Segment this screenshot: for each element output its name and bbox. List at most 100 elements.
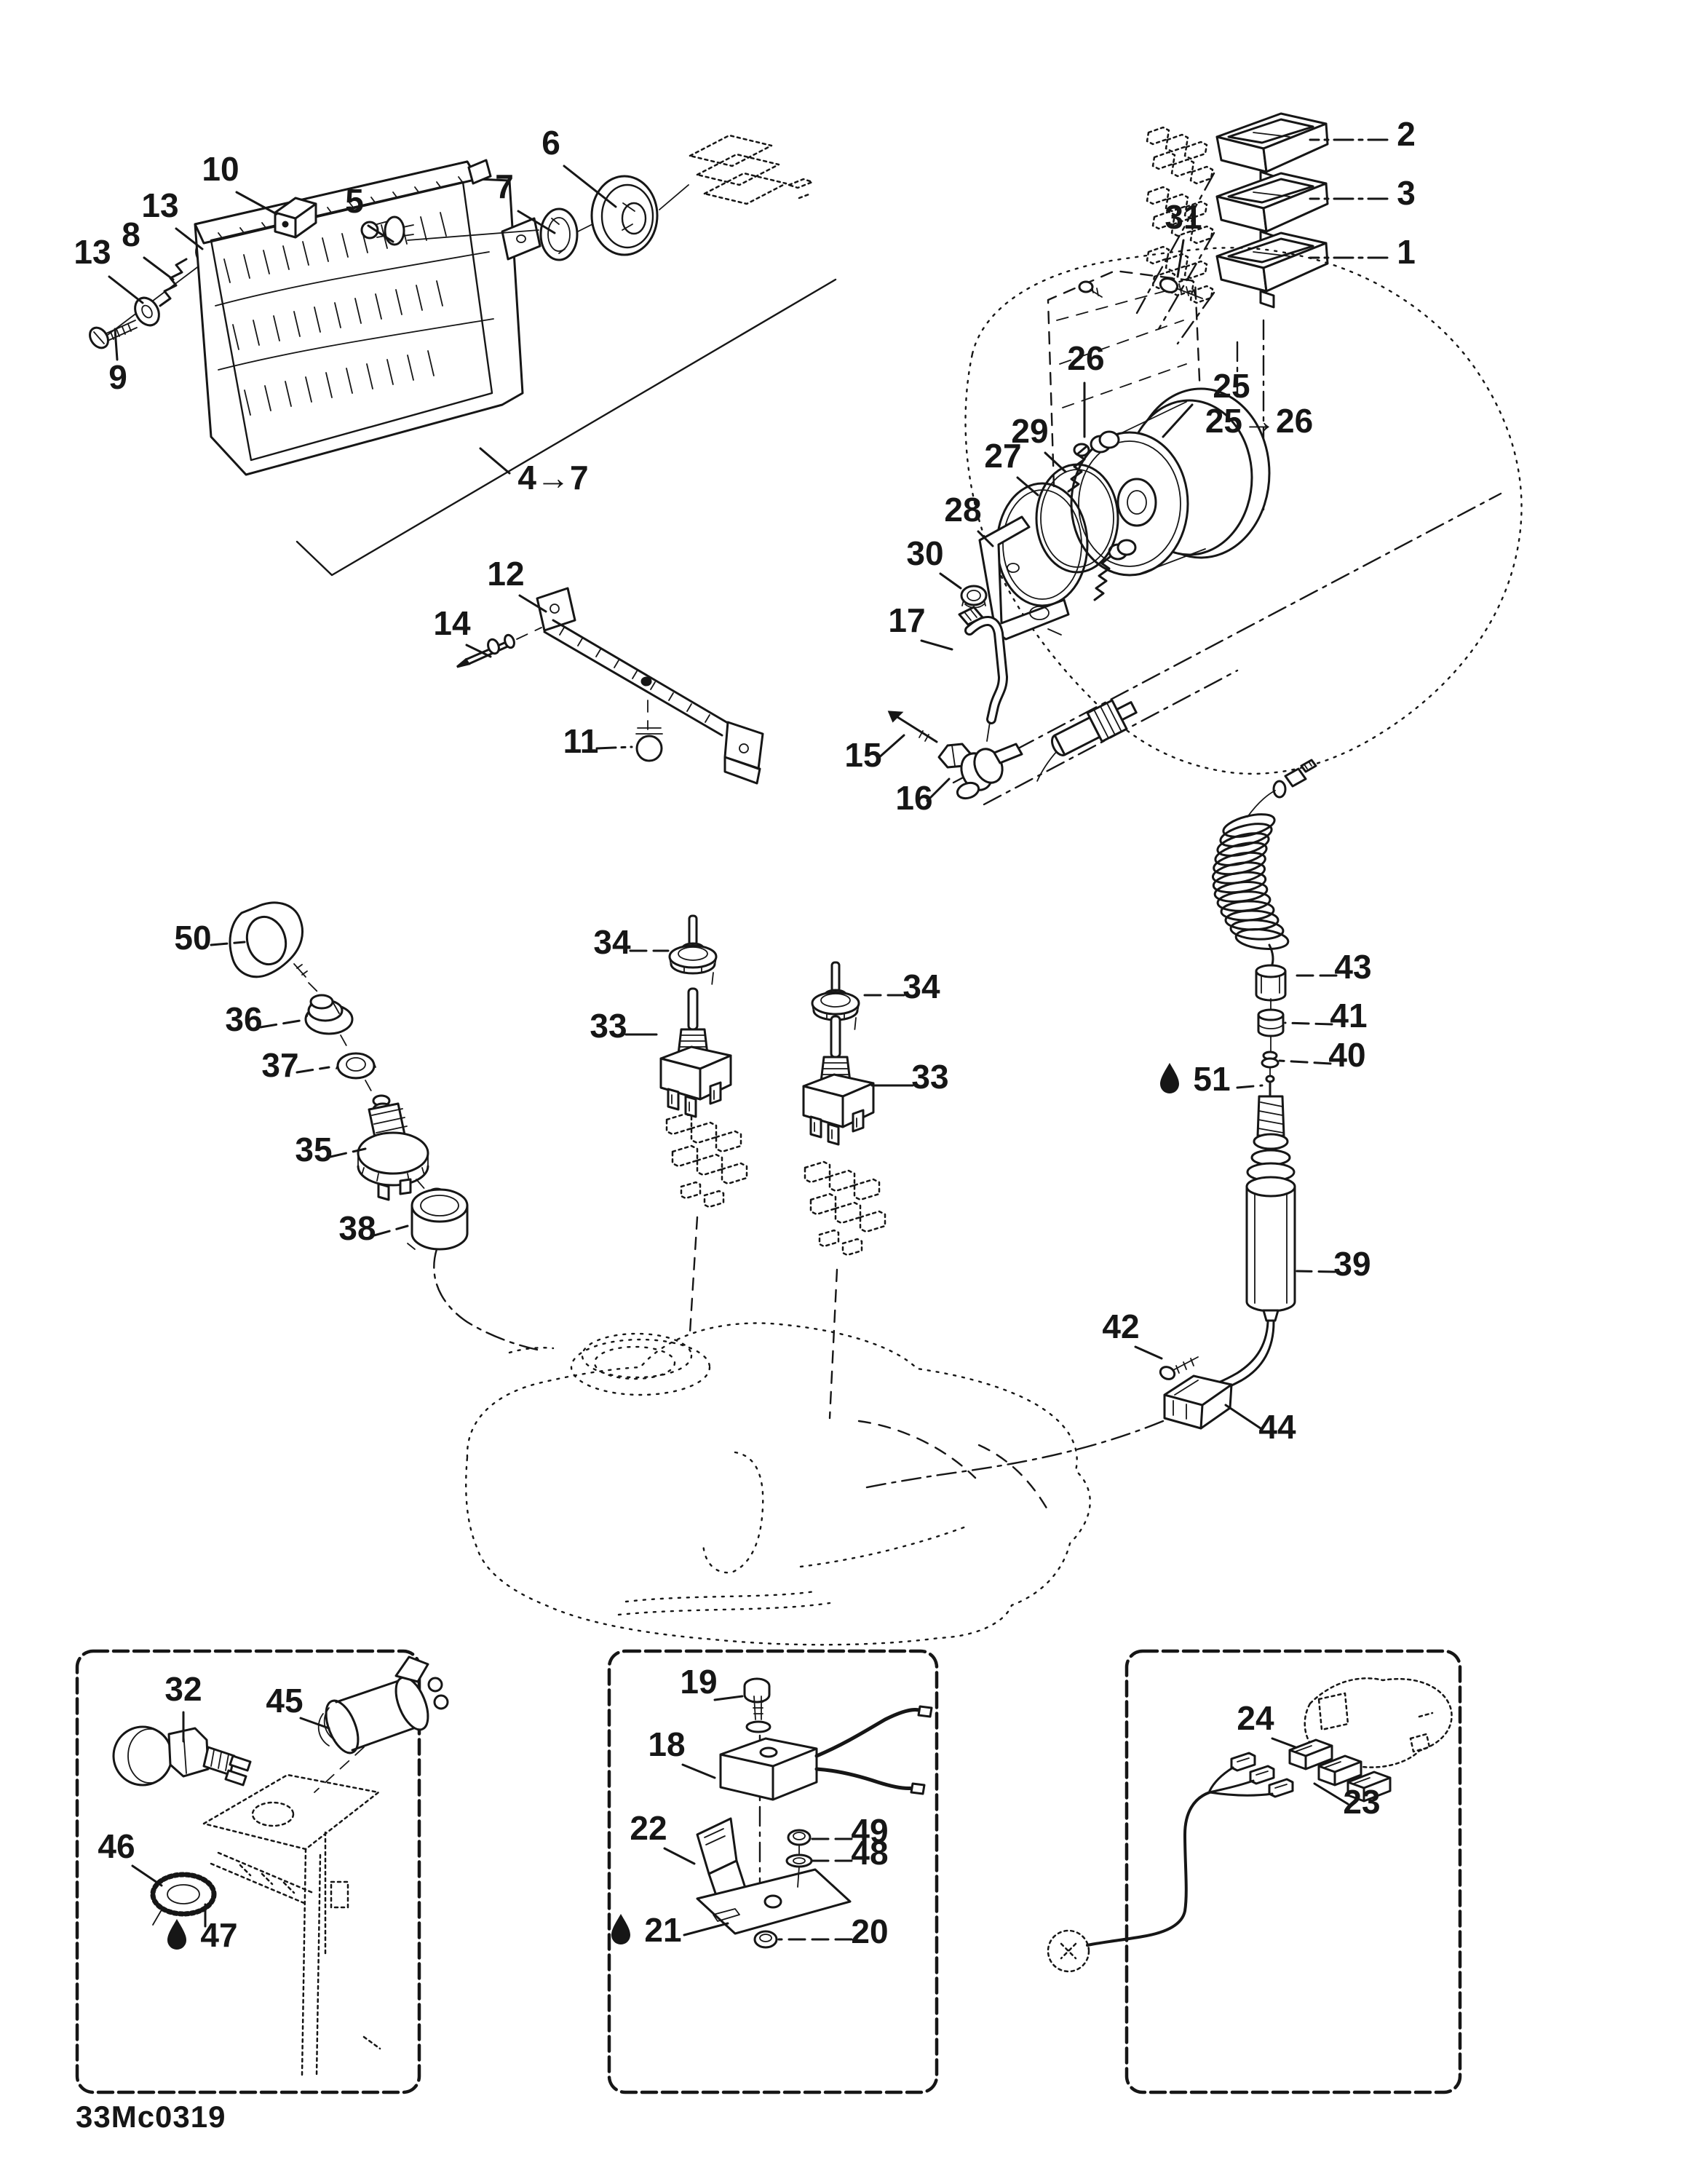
part-label-5: 5	[345, 182, 364, 220]
leader-line-15	[876, 734, 905, 760]
part-label-11: 11	[563, 722, 599, 760]
part-label-41: 41	[1330, 997, 1367, 1034]
diagram-code: 33Mc0319	[76, 2100, 226, 2134]
module-18-drawing	[719, 1705, 933, 1801]
lubricant-droplet-icon	[611, 1914, 630, 1944]
gasket-29-drawing	[1035, 463, 1119, 574]
leader-line-35	[329, 1147, 367, 1158]
toggle-switch-right-group	[802, 961, 886, 1420]
steering-frame-dotted-drawing	[202, 1773, 381, 2078]
lubricant-droplet-icon	[1160, 1063, 1179, 1093]
leader-line-40	[1278, 1059, 1332, 1065]
console-tank-outline-drawing	[465, 1322, 1091, 1646]
part-label-46: 46	[98, 1827, 135, 1865]
part-label-25: 25	[1213, 367, 1250, 405]
inset-box-2	[607, 1649, 939, 2094]
screw-26-upper-drawing	[1078, 280, 1103, 298]
leader-line-50	[210, 941, 246, 946]
bracket-assembly-drawing	[456, 587, 764, 785]
leader-line-21	[683, 1922, 729, 1936]
spring-8-drawing	[159, 258, 188, 307]
tether-switch-39-drawing	[1245, 1095, 1296, 1322]
tether-clip-drawing	[1247, 759, 1317, 818]
part-label-44: 44	[1258, 1408, 1296, 1446]
gauge-assembly-drawing	[887, 247, 1523, 806]
nut-49-drawing	[787, 1829, 812, 1846]
tether-cap-43-drawing	[1255, 964, 1287, 1002]
part-label-37: 37	[261, 1046, 298, 1084]
toggle-right-drop-line	[828, 1268, 838, 1420]
nut-30-drawing	[960, 585, 988, 609]
leader-line-37	[295, 1066, 330, 1074]
reference-line-4-7	[295, 278, 837, 577]
toggle-switch-33-left-drawing	[659, 987, 732, 1118]
terminal-stack-right-drawing	[804, 1160, 886, 1257]
leader-line-9	[114, 328, 119, 361]
labels-layer: 675101381394→723131262525→26292728301715…	[74, 115, 1415, 1954]
part-label-50: 50	[174, 919, 211, 957]
leader-line-10	[235, 191, 278, 215]
leader-line-19	[713, 1695, 744, 1701]
leader-line-13	[108, 275, 144, 304]
part-label-51: 51	[1193, 1060, 1230, 1098]
part-label-29: 29	[1011, 412, 1048, 450]
part-label-34: 34	[903, 968, 940, 1005]
leader-line-12	[518, 594, 547, 613]
pin-14-drawing	[456, 627, 542, 668]
part-label-42: 42	[1102, 1307, 1139, 1345]
part-label-23: 23	[1343, 1783, 1380, 1821]
toggle-nut-34-right-drawing	[811, 961, 860, 1021]
harness-23-drawing	[1047, 1752, 1294, 1973]
part-label-33: 33	[590, 1007, 627, 1045]
part-label-25→26: 25→26	[1205, 402, 1313, 440]
inset-box-1	[75, 1649, 449, 2094]
inset-box-3	[1047, 1649, 1462, 2094]
valve-16-drawing	[937, 492, 1502, 806]
bracket-tab-12-drawing	[536, 587, 576, 632]
part-label-9: 9	[108, 358, 127, 396]
terminal-cluster-2-drawing	[1146, 126, 1214, 185]
lubricant-droplet-icon	[167, 1919, 186, 1950]
leader-line-22	[663, 1847, 696, 1865]
part-label-38: 38	[338, 1209, 376, 1247]
part-label-34: 34	[593, 923, 631, 961]
part-label-22: 22	[630, 1809, 667, 1847]
part-label-13: 13	[74, 233, 111, 271]
part-label-36: 36	[225, 1000, 262, 1038]
part-label-24: 24	[1237, 1699, 1274, 1737]
part-label-48: 48	[851, 1834, 888, 1872]
part-label-33: 33	[911, 1058, 948, 1096]
part-label-17: 17	[888, 601, 925, 639]
part-label-10: 10	[202, 150, 239, 188]
leader-line-31	[1176, 239, 1185, 278]
nut-20-drawing	[753, 1930, 778, 1949]
part-label-13: 13	[141, 186, 178, 224]
headlight-housing-drawing	[194, 159, 542, 476]
socket-10-drawing	[274, 197, 317, 239]
needle-15-drawing	[887, 711, 938, 743]
screw-9-drawing	[89, 320, 138, 349]
toggle-nut-34-left-drawing	[668, 914, 718, 975]
part-label-2: 2	[1397, 115, 1416, 153]
leader-line-13	[175, 227, 204, 250]
speedo-cable-connector-drawing	[1036, 699, 1138, 782]
part-label-40: 40	[1328, 1036, 1365, 1074]
solenoid-45-drawing	[314, 1655, 449, 1793]
part-label-49: 49	[851, 1812, 888, 1850]
washer-48-drawing	[785, 1853, 813, 1868]
ignition-switch-35-drawing	[357, 1094, 429, 1201]
part-label-47: 47	[200, 1916, 237, 1954]
rocker-switch-1-drawing	[1215, 232, 1329, 309]
screw-31-drawing	[1159, 277, 1203, 299]
leader-line-4→7	[479, 447, 511, 475]
leader-line-23	[1313, 1782, 1349, 1805]
part-label-18: 18	[648, 1725, 685, 1763]
leader-line-7	[517, 210, 556, 234]
headlight-connector-block-drawing	[689, 134, 814, 205]
leader-line-25→26	[1162, 403, 1194, 438]
leader-line-44	[1224, 1404, 1262, 1430]
leader-line-38	[373, 1224, 409, 1237]
leader-line-46	[131, 1864, 163, 1887]
bushing-41-drawing	[1257, 1008, 1285, 1037]
